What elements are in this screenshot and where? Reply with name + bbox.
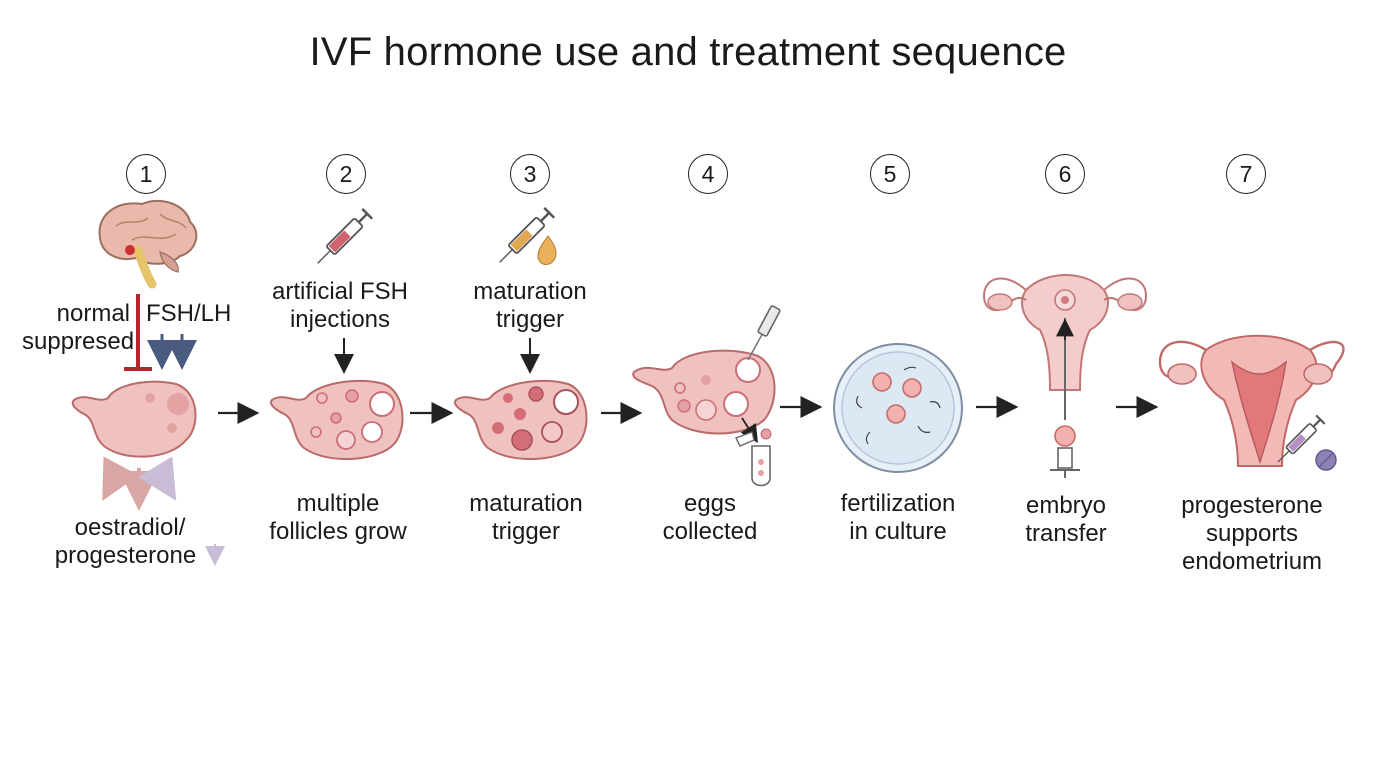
step-number-5: 5	[870, 154, 910, 194]
ovary-step-4	[632, 349, 776, 435]
step-number-3: 3	[510, 154, 550, 194]
step3-bottom-label: maturation trigger	[469, 490, 583, 545]
syringe-icon	[499, 206, 556, 263]
step-number-4: 4	[688, 154, 728, 194]
ovary-step-2	[270, 379, 404, 460]
step1-top-label: normal suppresed	[22, 300, 135, 355]
page-title: IVF hormone use and treatment sequence	[309, 30, 1067, 74]
step3-top-label: maturation trigger	[473, 278, 587, 333]
needle-icon	[747, 305, 781, 361]
ovary-step-3	[454, 379, 588, 460]
test-tube-icon	[735, 431, 771, 487]
ovary-step-1	[71, 380, 197, 458]
catheter-icon	[1050, 318, 1080, 478]
step-number-2: 2	[326, 154, 366, 194]
pill-icon	[1315, 449, 1337, 471]
step1-hormone-label: FSH/LH	[146, 300, 232, 327]
uterus-icon	[1158, 334, 1345, 467]
step6-bottom-label: embryo transfer	[1025, 492, 1107, 547]
step-number-7: 7	[1226, 154, 1266, 194]
syringe-icon	[1277, 414, 1326, 463]
step2-top-label: artificial FSH injections	[271, 278, 409, 333]
brain-icon	[98, 199, 198, 289]
syringe-icon	[317, 207, 374, 264]
step4-bottom-label: eggs collected	[662, 490, 758, 545]
step5-bottom-label: fertilization in culture	[840, 490, 956, 545]
step-number-6: 6	[1045, 154, 1085, 194]
drop-icon	[537, 235, 557, 265]
step-number-1: 1	[126, 154, 166, 194]
step2-bottom-label: multiple follicles grow	[269, 490, 407, 545]
petri-dish-icon	[833, 343, 963, 473]
hormone-arrows	[147, 334, 197, 370]
hormone-output-arrows	[102, 456, 225, 566]
arrow-right-icon	[218, 396, 1159, 424]
step7-bottom-label: progesterone supports endometrium	[1181, 492, 1323, 575]
step1-bottom-label: oestradiol/ progesterone↓	[54, 514, 197, 569]
